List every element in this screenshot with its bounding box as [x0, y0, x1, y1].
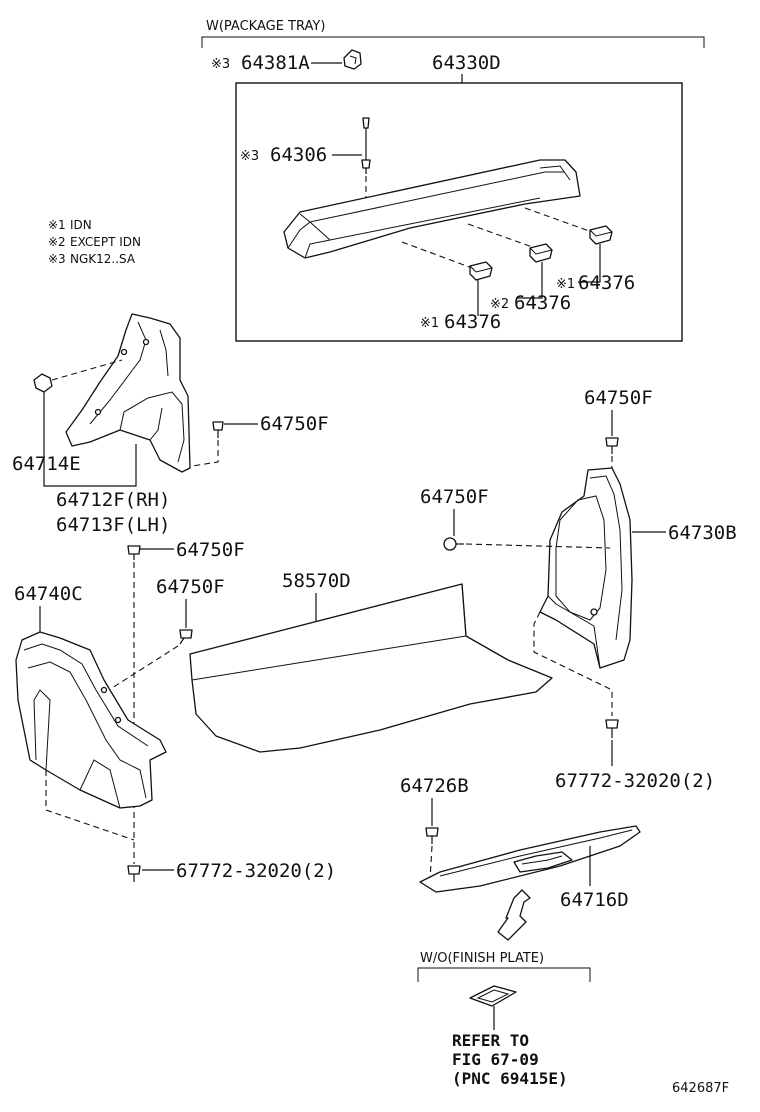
- dash-64750F-c: [465, 543, 611, 549]
- leader-64712F: [43, 444, 137, 487]
- part-label-64750F-d: 64750F: [176, 539, 245, 561]
- clip-67772-right: [605, 719, 619, 738]
- note-mark-3: ※3: [211, 57, 230, 72]
- note-2-text: EXCEPT IDN: [70, 235, 141, 249]
- refer-line-1: REFER TO: [452, 1031, 529, 1050]
- quarter-trim-right: [539, 467, 633, 669]
- note-mark-2: ※2: [490, 297, 509, 312]
- dash-right-lower: [533, 611, 613, 716]
- part-label-64750F-b: 64750F: [584, 387, 653, 409]
- part-label-64376-middle: 64376: [514, 292, 571, 314]
- note-mark-1a: ※1: [556, 277, 575, 292]
- quarter-trim-upper: [65, 313, 191, 473]
- clip-64381A: [343, 49, 362, 70]
- leader-64376-right: [578, 244, 601, 283]
- finish-plate-64716D: [419, 825, 641, 893]
- refer-line-2: FIG 67-09: [452, 1050, 539, 1069]
- part-label-64713F: 64713F(LH): [56, 514, 170, 536]
- part-label-64726B: 64726B: [400, 775, 469, 797]
- note-3-mark: ※3: [48, 252, 66, 266]
- notes-legend: ※1 IDN ※2 EXCEPT IDN ※3 NGK12..SA: [48, 218, 141, 266]
- clip-67772-left: [127, 865, 141, 882]
- fastener-64306: [361, 117, 371, 174]
- note-mark-3b: ※3: [240, 149, 259, 164]
- figure-id: 642687F: [672, 1081, 729, 1096]
- dash-lower-left: [45, 770, 135, 841]
- package-tray-panel: [283, 159, 581, 259]
- clip-64376-middle: [529, 243, 553, 263]
- part-label-64740C: 64740C: [14, 583, 83, 605]
- part-label-64714E: 64714E: [12, 453, 81, 475]
- part-label-64750F-a: 64750F: [260, 413, 329, 435]
- dash-tray-2: [467, 223, 536, 249]
- part-label-64716D: 64716D: [560, 889, 629, 911]
- quarter-trim-lower-left: [15, 631, 167, 809]
- part-label-64330D: 64330D: [432, 52, 501, 74]
- part-label-67772-right: 67772-32020(2): [555, 770, 715, 792]
- screw-64750F-c: [443, 537, 464, 551]
- refer-line-3: (PNC 69415E): [452, 1069, 568, 1088]
- floor-mat-58570D: [189, 583, 553, 753]
- clip-64726B: [425, 827, 439, 844]
- note-1-text: IDN: [70, 218, 92, 232]
- part-label-64381A: 64381A: [241, 52, 310, 74]
- package-tray-box: [235, 82, 683, 342]
- clip-64376-left: [469, 261, 493, 281]
- package-tray-header: W(PACKAGE TRAY): [206, 19, 325, 34]
- finish-plate-alt: [469, 985, 517, 1007]
- package-tray-bracket: [201, 36, 705, 48]
- part-label-64730B: 64730B: [668, 522, 737, 544]
- dash-64726B: [429, 845, 433, 881]
- part-label-58570D: 58570D: [282, 570, 351, 592]
- finish-plate-header: W/O(FINISH PLATE): [420, 951, 544, 966]
- screw-64750F-d: [127, 545, 141, 560]
- dash-64714E: [51, 359, 123, 381]
- part-label-64750F-c: 64750F: [420, 486, 489, 508]
- note-3-text: NGK12..SA: [70, 252, 136, 266]
- screw-64750F-b: [605, 437, 619, 454]
- clip-64376-right: [589, 225, 613, 245]
- part-label-64750F-e: 64750F: [156, 576, 225, 598]
- dash-64750F-a: [191, 440, 219, 467]
- note-1-mark: ※1: [48, 218, 66, 232]
- dash-64750F-e: [111, 645, 179, 689]
- part-label-64712F: 64712F(RH): [56, 489, 170, 511]
- part-label-64376-left: 64376: [444, 311, 501, 333]
- direction-arrow: [497, 889, 531, 941]
- leader-64376-middle: [518, 262, 543, 299]
- clip-64714E: [33, 373, 53, 400]
- finish-plate-bracket: [417, 967, 591, 982]
- screw-64750F-a: [212, 421, 224, 438]
- screw-64750F-e: [179, 629, 193, 645]
- note-2-mark: ※2: [48, 235, 66, 249]
- part-label-67772-left: 67772-32020(2): [176, 860, 336, 882]
- dash-tray-1: [401, 241, 473, 269]
- note-mark-1b: ※1: [420, 316, 439, 331]
- dash-tray-3: [524, 207, 593, 233]
- part-label-64306: 64306: [270, 144, 327, 166]
- part-label-64376-right: 64376: [578, 272, 635, 294]
